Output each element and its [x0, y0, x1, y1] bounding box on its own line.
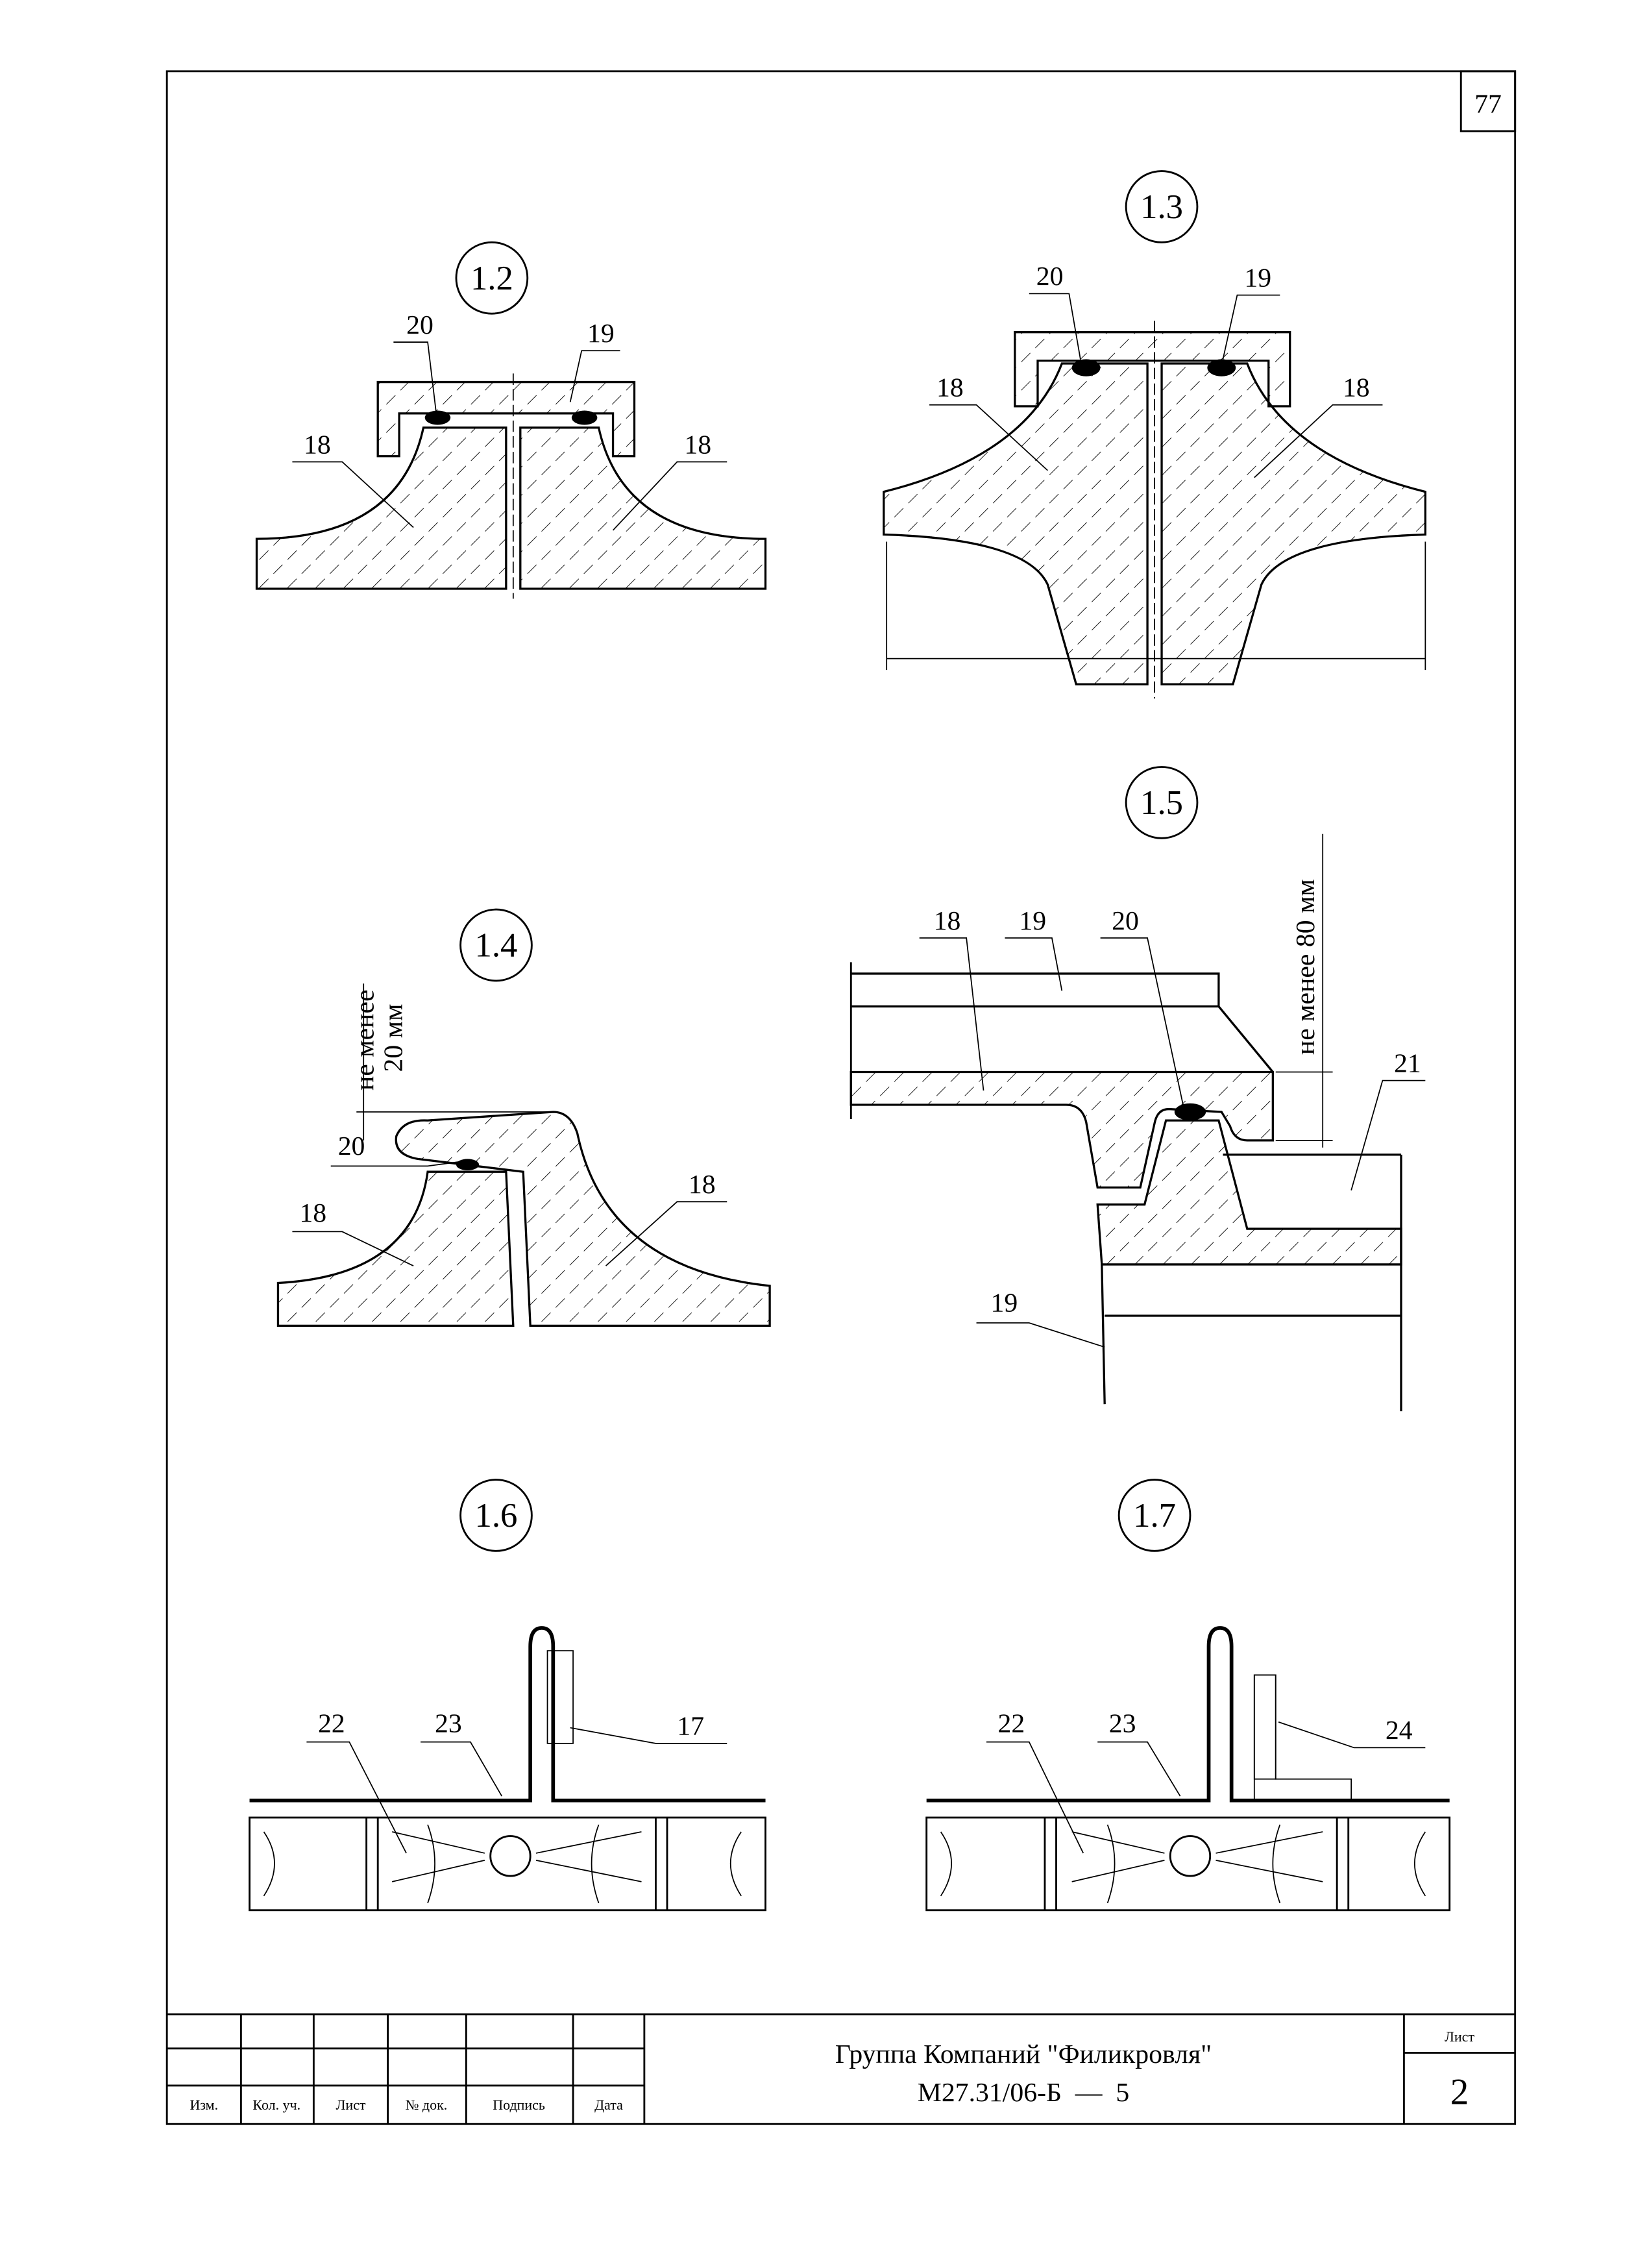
panel-18-upper — [849, 1070, 1274, 1189]
callout-18: 18 — [1343, 373, 1370, 403]
panel-18-left — [255, 426, 507, 590]
panel-19-lower — [1101, 1153, 1402, 1412]
callout-18: 18 — [304, 430, 331, 460]
seal-20 — [1071, 359, 1101, 376]
figure-id: 1.6 — [475, 1497, 518, 1535]
seal-20 — [456, 1159, 480, 1171]
sheet-value: 2 — [1450, 2071, 1469, 2112]
figure-1-2: 1.2 20 19 18 18 — [255, 241, 767, 599]
callout-18: 18 — [299, 1198, 326, 1228]
timber-batten-22 — [925, 1816, 1451, 1912]
seal-20 — [424, 410, 451, 425]
callout-19: 19 — [991, 1288, 1018, 1318]
callout-23: 23 — [1109, 1708, 1136, 1738]
column-izm: Изм. — [189, 2097, 218, 2113]
callout-18: 18 — [934, 906, 961, 936]
dimension-label: не менее 80 мм — [1291, 879, 1321, 1055]
column-doc-no: № док. — [405, 2097, 447, 2113]
callout-20: 20 — [406, 310, 434, 340]
clip-17 — [546, 1650, 574, 1744]
company-name: Группа Компаний "Филикровля" — [835, 2040, 1212, 2069]
dimension-label: не менее — [350, 989, 380, 1091]
timber-batten-22 — [249, 1816, 766, 1912]
cap-19 — [1014, 331, 1291, 408]
figure-1-5: 1.5 не менее 80 мм 18 19 20 21 19 — [849, 766, 1426, 1412]
seal-20 — [571, 410, 598, 425]
callout-22: 22 — [997, 1708, 1025, 1738]
column-kol-uch: Кол. уч. — [252, 2097, 300, 2113]
document-code: М27.31/06-Б — 5 — [918, 2078, 1129, 2108]
figure-1-4: 1.4 не менее 20 мм 20 18 18 — [276, 908, 771, 1327]
figure-id: 1.3 — [1140, 188, 1183, 226]
panel-18-left — [883, 362, 1149, 685]
callout-17: 17 — [677, 1712, 704, 1742]
callout-20: 20 — [338, 1131, 365, 1161]
column-signature: Подпись — [493, 2097, 545, 2113]
figure-1-3: 1.3 20 19 18 18 — [883, 170, 1426, 699]
callout-18: 18 — [936, 373, 964, 403]
callout-20: 20 — [1112, 906, 1139, 936]
seam-sheet-23 — [249, 1626, 766, 1803]
callout-18: 18 — [689, 1170, 716, 1200]
callout-19: 19 — [587, 319, 615, 349]
callout-19: 19 — [1244, 263, 1271, 293]
panel-18-right — [395, 1111, 771, 1327]
clip-24 — [1253, 1674, 1352, 1801]
sheet-label: Лист — [1445, 2028, 1474, 2045]
callout-19: 19 — [1019, 906, 1046, 936]
callout-18: 18 — [684, 430, 711, 460]
figure-id: 1.7 — [1133, 1497, 1176, 1535]
sheet-number: 77 — [1474, 89, 1502, 119]
panel-18-lower — [1096, 1119, 1402, 1266]
callout-24: 24 — [1386, 1716, 1413, 1745]
seal-20 — [1174, 1103, 1206, 1121]
sheet-number-box: 77 — [1460, 70, 1517, 132]
panel-19-upper — [851, 972, 1274, 1073]
title-block: Изм. Кол. уч. Лист № док. Подпись Дата Г… — [167, 2013, 1515, 2125]
panel-18-right — [519, 426, 767, 590]
callout-20: 20 — [1036, 262, 1064, 291]
figure-id: 1.2 — [470, 260, 513, 297]
callout-22: 22 — [318, 1708, 345, 1738]
callout-21: 21 — [1394, 1048, 1421, 1078]
seal-20 — [1207, 359, 1236, 376]
callout-23: 23 — [435, 1708, 462, 1738]
figure-1-6: 1.6 22 23 17 — [249, 1479, 766, 1912]
column-date: Дата — [594, 2097, 623, 2113]
panel-18-left — [276, 1170, 515, 1327]
seam-sheet-23 — [926, 1626, 1450, 1803]
dimension-label: 20 мм — [379, 1004, 409, 1072]
sheet-frame — [165, 70, 1517, 2125]
figure-id: 1.4 — [475, 927, 518, 965]
column-list: Лист — [336, 2097, 365, 2113]
figure-id: 1.5 — [1140, 784, 1183, 822]
panel-18-right — [1160, 362, 1426, 685]
figure-1-7: 1.7 22 23 24 — [925, 1479, 1451, 1912]
